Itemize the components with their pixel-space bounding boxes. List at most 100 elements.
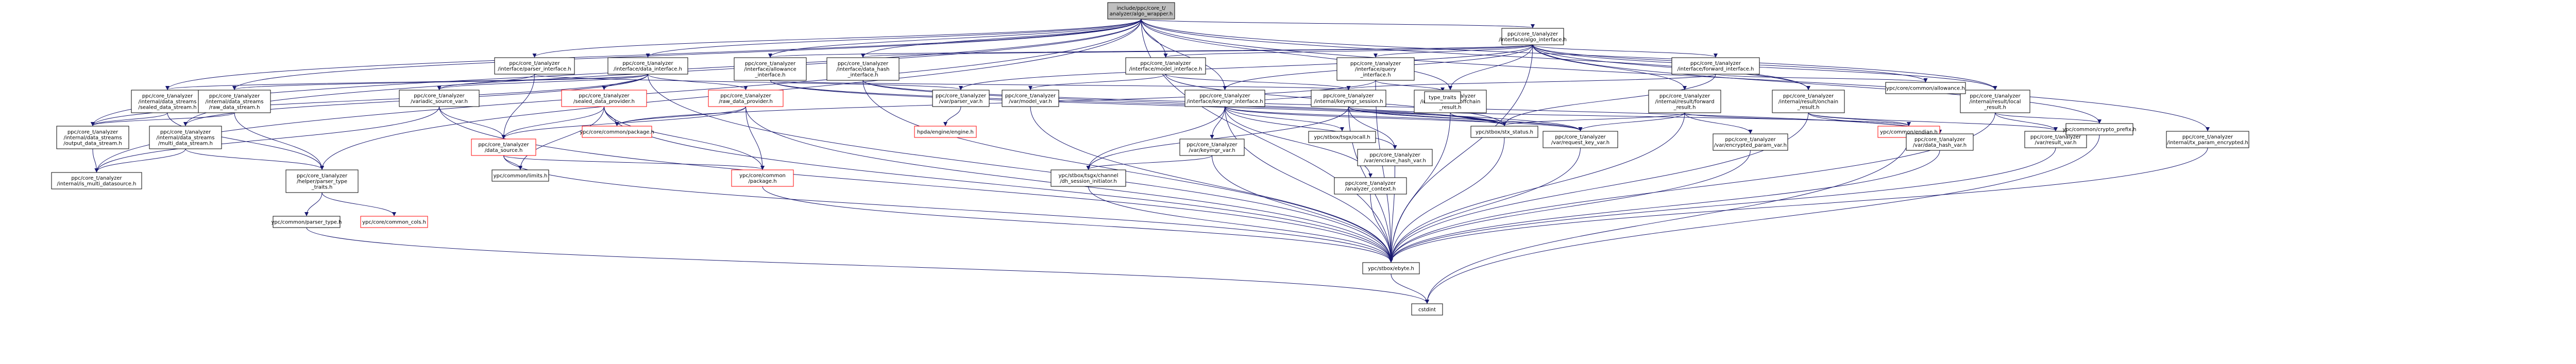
dependency-edge	[1165, 74, 1351, 90]
node-box	[2166, 131, 2249, 148]
dependency-edge	[1389, 44, 1533, 263]
node-box	[1179, 138, 1245, 156]
node-common-limits[interactable]: ypc/common/limits.h	[492, 169, 549, 182]
dependency-edge	[503, 155, 1393, 263]
node-label: ppc/core_t/analyzer	[478, 142, 529, 148]
node-ypc-common-package[interactable]: ypc/core/common/package.h	[580, 126, 654, 138]
node-raw-data-stream[interactable]: ppc/core_t/analyzer/internal/data_stream…	[198, 90, 271, 113]
node-label: /var/encrypted_param_var.h	[1714, 143, 1787, 148]
node-label: /interface/data_hash	[837, 67, 890, 73]
node-label: /var/enclave_hash_var.h	[1364, 158, 1426, 164]
dependency-edge	[94, 106, 439, 172]
dependency-edge	[646, 19, 1142, 58]
node-data-hash-var[interactable]: ppc/core_t/analyzer/var/data_hash_var.h	[1906, 133, 1974, 151]
dependency-edge	[1995, 112, 2102, 124]
node-label: /sealed_data_provider.h	[573, 99, 635, 105]
node-cstdint[interactable]: cstdint	[1411, 303, 1443, 316]
node-result-onchain[interactable]: ppc/core_t/analyzer/internal/result/onch…	[1772, 90, 1845, 113]
node-multi-datasource[interactable]: ppc/core_t/analyzer/internal/is_multi_da…	[51, 172, 142, 189]
node-algo-interface[interactable]: ppc/core_t/analyzer/interface/algo_inter…	[1499, 28, 1567, 45]
dependency-edge	[501, 106, 746, 139]
node-model-interface[interactable]: ppc/core_t/analyzer/interface/model_inte…	[1125, 57, 1206, 75]
node-keymgr-session[interactable]: ppc/core_t/analyzer/internal/keymgr_sess…	[1311, 90, 1386, 107]
node-forward-interface[interactable]: ppc/core_t/analyzer/interface/forward_in…	[1671, 57, 1760, 75]
node-label: /helper/parser_type	[297, 179, 347, 185]
node-label: ppc/core_t/analyzer	[1725, 137, 1776, 143]
node-data-source[interactable]: ppc/core_t/analyzer/data_source.h	[471, 138, 536, 156]
node-type-traits[interactable]: type_traits	[1424, 91, 1461, 103]
node-keymgr-interface[interactable]: ppc/core_t/analyzer/interface/keymgr_int…	[1184, 90, 1265, 107]
dependency-edge	[1370, 194, 1393, 263]
node-query-interface[interactable]: ppc/core_t/analyzer/interface/query_inte…	[1336, 57, 1415, 81]
dependency-edge	[861, 44, 1533, 58]
node-hpda-engine[interactable]: hpda/engine/engine.h	[914, 126, 977, 138]
node-keymgr-var[interactable]: ppc/core_t/analyzer/var/keymgr_var.h	[1179, 138, 1245, 156]
node-tx-param-encrypted[interactable]: ppc/core_t/analyzer/internal/tx_param_en…	[2166, 131, 2249, 148]
node-encrypted-param-var[interactable]: ppc/core_t/analyzer/var/encrypted_param_…	[1713, 133, 1788, 151]
node-raw-data-provider[interactable]: ppc/core_t/analyzer/raw_data_provider.h	[708, 90, 784, 107]
dependency-edge	[304, 192, 323, 216]
node-parser-var[interactable]: ppc/core_t/analyzer/var/parser_var.h	[932, 90, 990, 107]
node-stbox-tsgx-ocall[interactable]: ypc/stbox/tsgx/ocall.h	[1308, 131, 1376, 143]
node-label: /interface/allowance	[744, 67, 796, 73]
dependency-edge	[1141, 19, 1810, 90]
node-box	[1543, 131, 1618, 148]
node-ypc-common-allowance[interactable]: ypc/core/common/allowance.h	[1885, 82, 1966, 94]
dependency-edge	[604, 106, 765, 170]
node-label: _interface.h	[847, 73, 878, 78]
node-ebyte[interactable]: ypc/stbox/ebyte.h	[1362, 262, 1420, 274]
node-box	[582, 126, 652, 138]
node-sealed-data-provider[interactable]: ppc/core_t/analyzer/sealed_data_provider…	[561, 90, 647, 107]
dependency-edge	[1389, 147, 2208, 263]
node-box	[1311, 90, 1386, 107]
node-box	[471, 138, 536, 156]
node-dh-session-initiator[interactable]: ypc/stbox/tsgx/channel/dh_session_initia…	[1050, 169, 1126, 187]
node-model-var[interactable]: ppc/core_t/analyzer/var/model_var.h	[1002, 90, 1059, 107]
node-stbox-stx-status[interactable]: ypc/stbox/stx_status.h	[1470, 126, 1538, 138]
node-enclave-hash-var[interactable]: ppc/core_t/analyzer/var/enclave_hash_var…	[1357, 149, 1433, 166]
node-sealed-data-stream[interactable]: ppc/core_t/analyzer/internal/data_stream…	[131, 90, 204, 113]
node-label: ppc/core_t/analyzer	[579, 93, 630, 99]
node-ypc-common-cols[interactable]: ypc/core/common_cols.h	[360, 216, 428, 228]
dependency-edge	[1225, 106, 1506, 126]
dependency-edge	[1532, 44, 1997, 90]
node-box	[1424, 91, 1461, 103]
node-label: ppc/core_t/analyzer	[1970, 94, 2021, 99]
node-data-hash-interface[interactable]: ppc/core_t/analyzer/interface/data_hash_…	[826, 57, 900, 81]
node-box	[399, 90, 480, 107]
dependency-edge	[1028, 74, 1166, 90]
node-helper-parser-type-traits[interactable]: ppc/core_t/analyzer/helper/parser_type_t…	[285, 169, 359, 193]
node-box	[494, 57, 575, 75]
node-parser-interface[interactable]: ppc/core_t/analyzer/interface/parser_int…	[494, 57, 575, 75]
node-box	[561, 90, 647, 107]
node-common-parser-type[interactable]: ypc/common/parser_type.h	[272, 216, 342, 228]
node-box	[131, 90, 204, 113]
node-data-interface[interactable]: ppc/core_t/analyzer/interface/data_inter…	[607, 57, 688, 75]
node-crypto-prefix[interactable]: ypc/common/crypto_prefix.h	[2062, 123, 2137, 135]
node-request-key-var[interactable]: ppc/core_t/analyzer/var/request_key_var.…	[1543, 131, 1618, 148]
dependency-edge	[1086, 106, 1225, 170]
dependency-edge	[91, 112, 235, 126]
node-box	[149, 126, 222, 149]
node-result-local[interactable]: ppc/core_t/analyzer/internal/result/loca…	[1960, 90, 2030, 113]
node-label: /var/model_var.h	[1009, 99, 1052, 105]
node-label: ppc/core_t/analyzer	[1690, 61, 1741, 66]
dependency-edge	[768, 19, 1142, 58]
dependency-edge	[165, 74, 648, 90]
node-label: /interface/parser_interface.h	[498, 66, 571, 72]
node-label: ypc/common/parser_type.h	[272, 220, 342, 226]
node-analyzer-context[interactable]: ppc/core_t/analyzer/analyzer_context.h	[1334, 177, 1407, 195]
node-label: /internal/data_streams	[139, 99, 197, 105]
node-variadic-source-var[interactable]: ppc/core_t/analyzer/variadic_source_var.…	[399, 90, 480, 107]
node-label: _result.h	[1439, 105, 1462, 111]
node-result-forward[interactable]: ppc/core_t/analyzer/internal/result/forw…	[1648, 90, 1721, 113]
node-allowance-interface[interactable]: ppc/core_t/analyzer/interface/allowance_…	[734, 57, 807, 81]
dependency-edge	[1389, 112, 1451, 263]
node-box	[1362, 262, 1420, 274]
node-ypc-common-package2[interactable]: ypc/core/common/package.h	[731, 169, 794, 187]
dependency-edge	[1450, 112, 1583, 131]
node-output-data-stream[interactable]: ppc/core_t/analyzer/internal/data_stream…	[56, 126, 129, 149]
dependency-edge	[648, 74, 1393, 263]
node-multi-data-stream[interactable]: ppc/core_t/analyzer/internal/data_stream…	[149, 126, 222, 149]
dependency-edge	[439, 106, 1393, 263]
